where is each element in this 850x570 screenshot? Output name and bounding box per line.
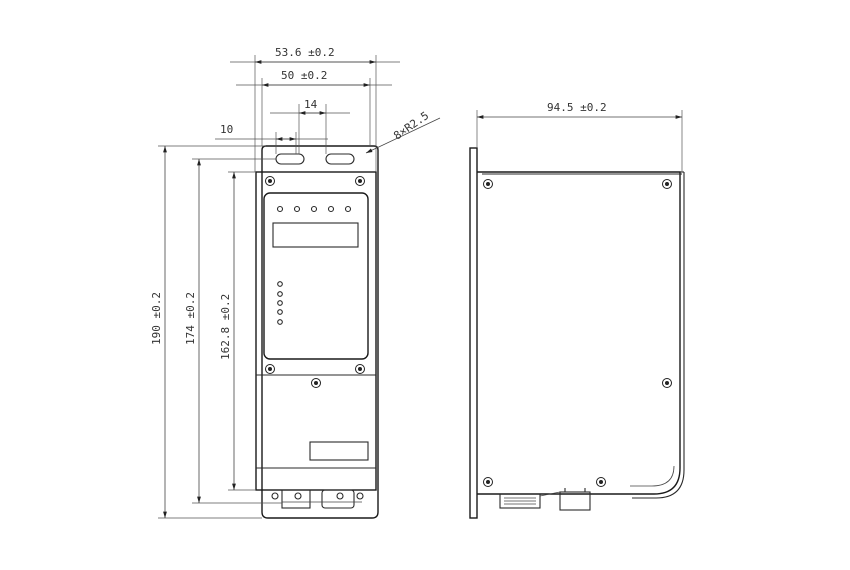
screw-icon [265,176,365,388]
dim-slot-width-label: 14 [304,98,318,111]
front-view: 53.6 ±0.2 50 ±0.2 14 10 8×R2.5 [150,46,441,519]
lcd-window [272,222,359,248]
dim-hole-spacing-label: 50 ±0.2 [281,69,327,82]
side-view: 94.5 ±0.2 [469,101,685,519]
dim-depth: 94.5 ±0.2 [476,101,683,172]
side-flange [469,147,478,519]
mounting-slot-right [325,153,355,165]
led-column [277,281,283,325]
dim-width-overall-label: 53.6 ±0.2 [275,46,335,59]
mounting-slot-left [275,153,305,165]
dim-height-body: 162.8 ±0.2 [219,171,256,491]
dim-height-body-label: 162.8 ±0.2 [219,294,232,360]
dim-depth-label: 94.5 ±0.2 [547,101,607,114]
dim-height-overall: 190 ±0.2 [150,145,266,519]
dim-slot-offset: 10 [215,123,328,154]
dim-slot-offset-label: 10 [220,123,233,136]
bottom-connectors [271,489,364,509]
dim-slot-width: 14 [270,98,350,154]
main-body [255,171,377,491]
dim-height-mount: 174 ±0.2 [184,158,282,504]
side-connectors [499,488,591,511]
label-plate [309,441,369,461]
led-row-top [276,205,352,213]
dim-hole-spacing: 50 ±0.2 [236,69,392,146]
screw-icon [483,179,672,487]
dim-height-overall-label: 190 ±0.2 [150,292,163,345]
dim-height-mount-label: 174 ±0.2 [184,292,197,345]
dim-width-overall: 53.6 ±0.2 [230,46,400,172]
mounting-plate [261,145,379,519]
side-housing [477,171,681,495]
dim-radius-label: 8×R2.5 [391,109,431,142]
display-panel [263,192,369,360]
